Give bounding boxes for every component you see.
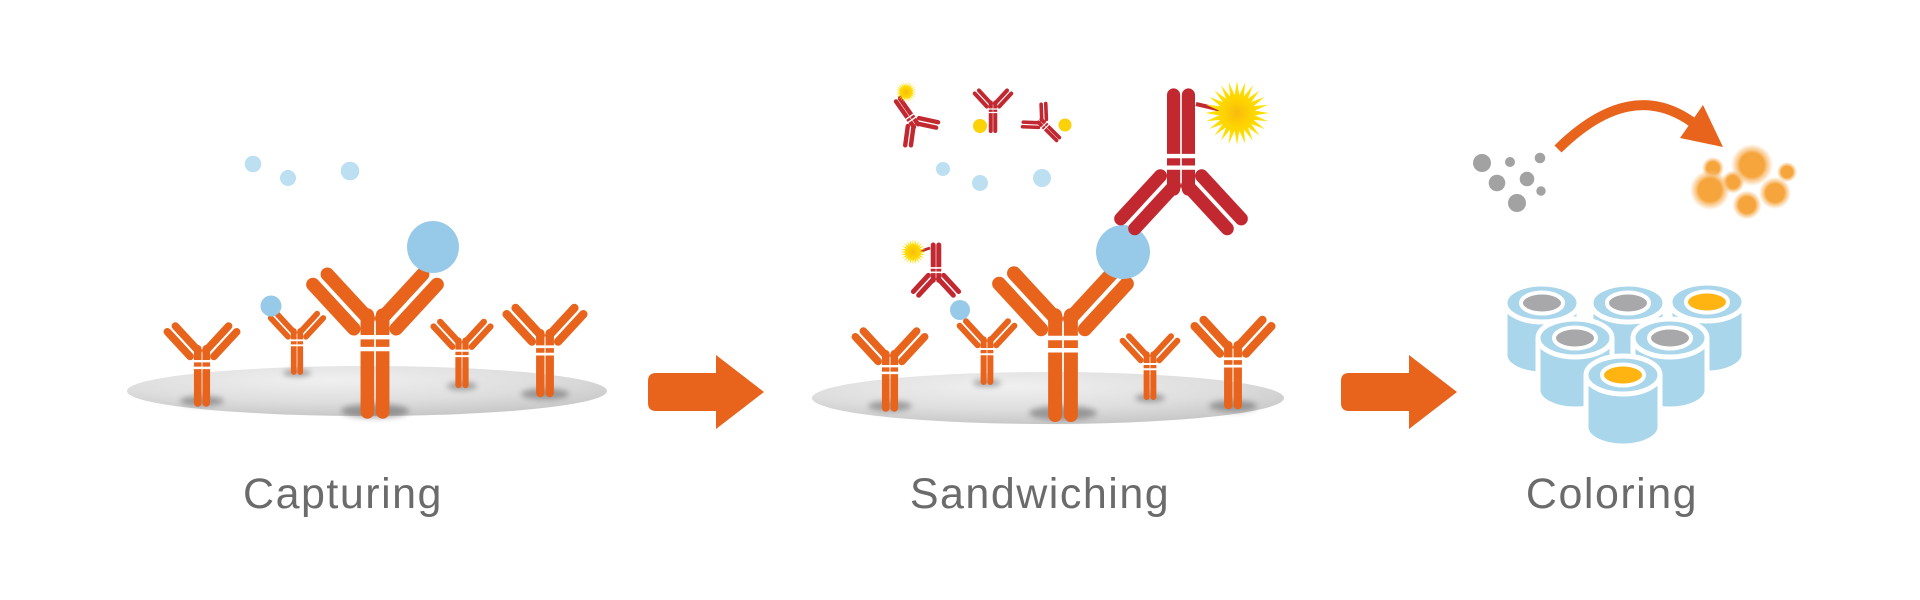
substrate-dot-icon — [1536, 186, 1546, 196]
detection-antibody-icon — [972, 88, 1014, 133]
antigen-icon — [936, 162, 950, 176]
free-antigen-icons — [936, 162, 1051, 191]
bound-antigen-icon — [1096, 225, 1150, 279]
antigen-icon — [280, 170, 296, 186]
substrate-dot-icon — [1488, 174, 1506, 192]
bound-antigen-icon — [260, 295, 282, 317]
enzyme-starburst-icon — [900, 239, 926, 265]
assay-surface — [812, 372, 1284, 424]
antigen-icon — [972, 175, 988, 191]
step-label-coloring: Coloring — [1526, 470, 1698, 518]
microwell-cluster — [1505, 283, 1744, 446]
substrate-dot-icon — [1473, 154, 1491, 172]
microwell-icon — [1591, 284, 1665, 374]
product-dot-icon — [1690, 170, 1730, 210]
detection-antibody-icon — [900, 239, 958, 295]
bound-antigen-icon — [407, 221, 459, 273]
bound-antigen-icon — [950, 300, 970, 320]
microwell-icon — [1505, 284, 1579, 374]
microwell-icon — [1538, 319, 1612, 409]
enzyme-starburst-icon — [895, 81, 917, 103]
enzyme-dot-icon — [1058, 118, 1072, 132]
antibody-shadows — [180, 369, 569, 418]
substrate-particles — [1473, 152, 1546, 212]
microwell-icon-colored — [1586, 356, 1660, 446]
substrate-dot-icon — [1505, 157, 1515, 167]
product-dot-icon — [1777, 162, 1797, 182]
antigen-icon — [1033, 169, 1051, 187]
product-particles — [1690, 144, 1797, 220]
step-panel-coloring — [1473, 100, 1797, 446]
detection-antibody-icon — [1018, 99, 1072, 153]
microwell-icon-colored — [1670, 283, 1744, 373]
step-panel-sandwiching — [812, 81, 1284, 424]
step-arrow-icon — [1341, 355, 1457, 429]
step-panel-capturing — [127, 155, 607, 418]
detection-antibody-icon — [1121, 81, 1269, 229]
step-label-sandwiching: Sandwiching — [910, 470, 1170, 518]
antibody-shadows — [868, 379, 1257, 420]
product-dot-icon — [1732, 190, 1762, 220]
substrate-dot-icon — [1519, 171, 1535, 187]
antigen-icon — [340, 161, 360, 181]
product-dot-icon — [1759, 177, 1791, 209]
free-antigen-icons — [244, 155, 360, 186]
reaction-arrow-icon — [1554, 100, 1723, 153]
substrate-dot-icon — [1534, 152, 1546, 164]
substrate-dot-icon — [1508, 194, 1526, 212]
product-dot-icon — [1731, 144, 1773, 186]
detection-antibody-icon — [882, 81, 940, 148]
enzyme-starburst-icon — [1205, 81, 1269, 145]
step-arrow-icon — [648, 355, 764, 429]
antigen-icon — [244, 155, 262, 173]
enzyme-dot-icon — [973, 119, 987, 133]
microwell-icon — [1633, 319, 1707, 409]
step-label-capturing: Capturing — [243, 470, 443, 518]
